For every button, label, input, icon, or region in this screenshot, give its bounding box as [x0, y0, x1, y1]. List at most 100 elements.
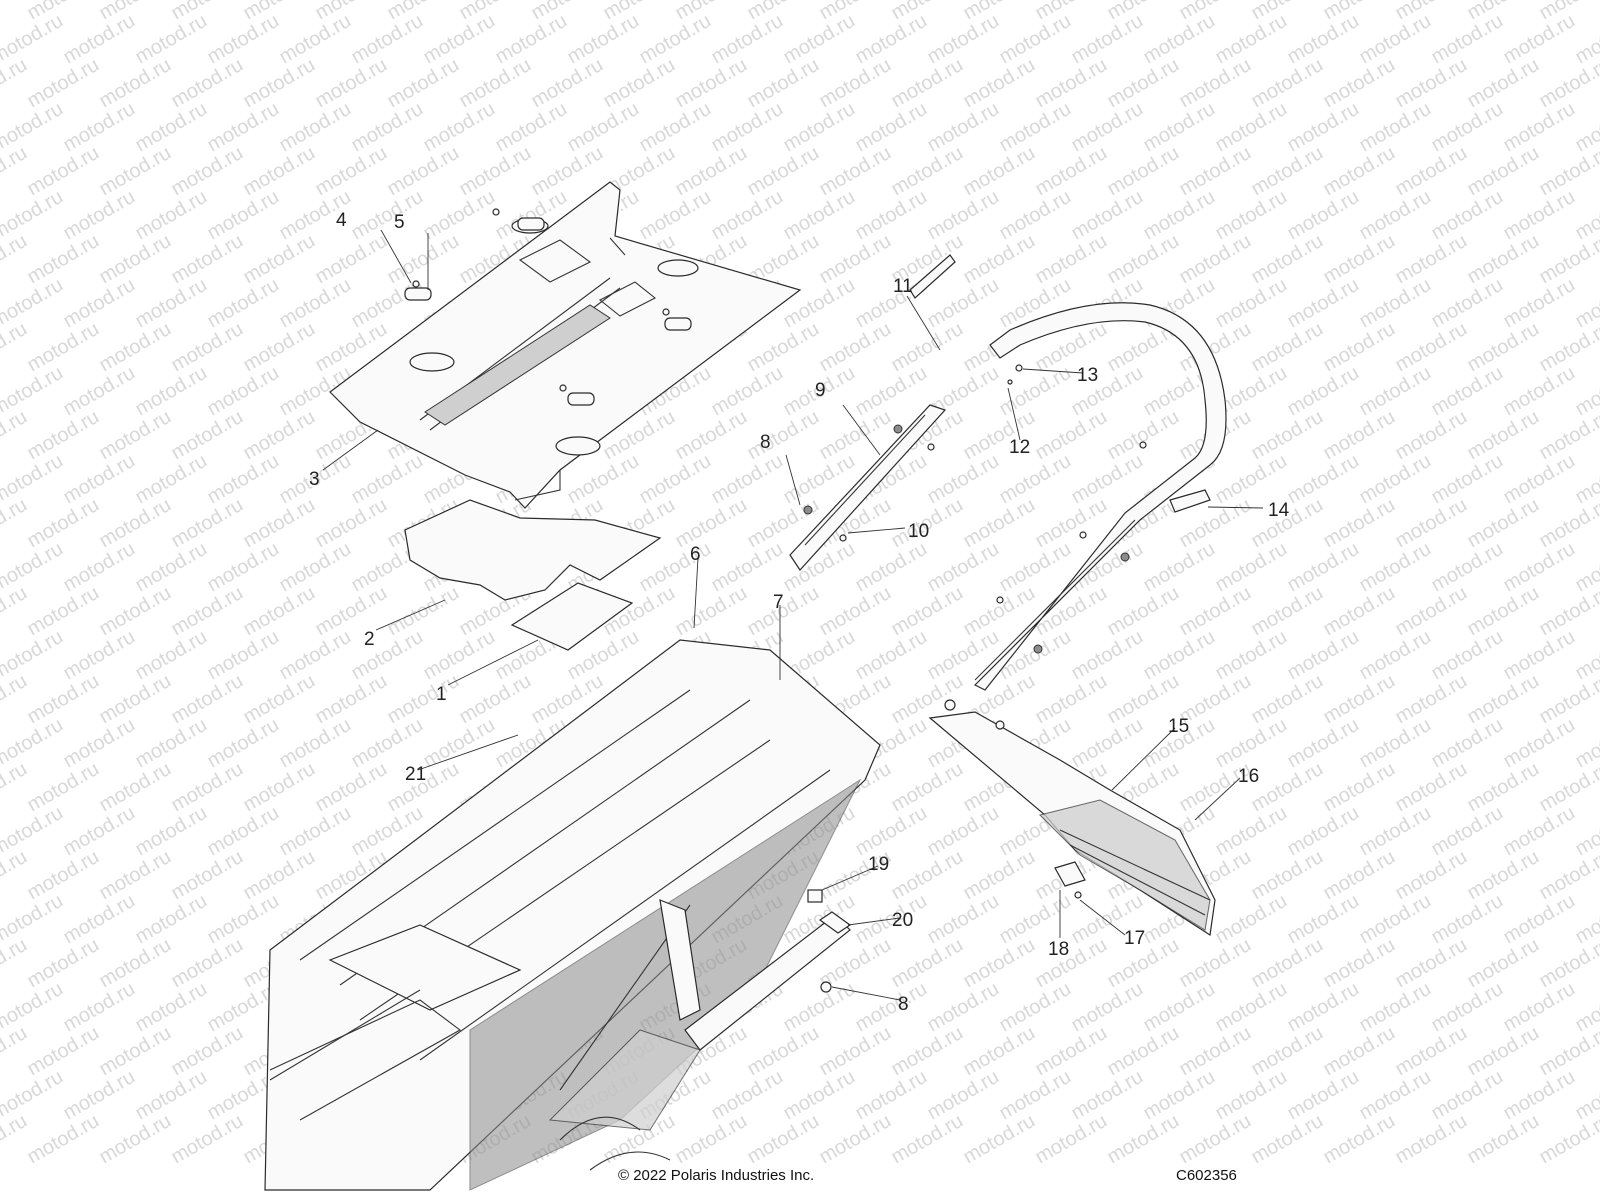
watermark-text: motod.ru: [1176, 142, 1255, 201]
watermark-text: motod.ru: [1320, 1022, 1399, 1081]
watermark-text: motod.ru: [1284, 98, 1363, 157]
watermark-text: motod.ru: [708, 362, 787, 421]
watermark-text: motod.ru: [1212, 978, 1291, 1037]
watermark-text: motod.ru: [996, 450, 1075, 509]
watermark-text: motod.ru: [1248, 934, 1327, 993]
watermark-text: motod.ru: [1428, 538, 1507, 597]
watermark-text: motod.ru: [1500, 186, 1579, 245]
watermark-text: motod.ru: [1068, 978, 1147, 1037]
watermark-text: motod.ru: [1104, 54, 1183, 113]
watermark-text: motod.ru: [1392, 494, 1471, 553]
watermark-text: motod.ru: [996, 362, 1075, 421]
watermark-text: motod.ru: [1464, 1110, 1543, 1169]
watermark-text: motod.ru: [672, 142, 751, 201]
watermark-text: motod.ru: [1428, 274, 1507, 333]
watermark-text: motod.ru: [132, 362, 211, 421]
watermark-text: motod.ru: [1068, 1066, 1147, 1125]
callout-2: 2: [364, 629, 375, 650]
watermark-text: motod.ru: [1356, 802, 1435, 861]
watermark-text: motod.ru: [1032, 1110, 1111, 1169]
watermark-text: motod.ru: [924, 890, 1003, 949]
watermark-text: motod.ru: [1320, 318, 1399, 377]
watermark-text: motod.ru: [348, 10, 427, 69]
watermark-text: motod.ru: [96, 1110, 175, 1169]
watermark-text: motod.ru: [1176, 54, 1255, 113]
watermark-text: motod.ru: [744, 1022, 823, 1081]
watermark-text: motod.ru: [24, 54, 103, 113]
watermark-text: motod.ru: [1284, 626, 1363, 685]
watermark-text: motod.ru: [60, 802, 139, 861]
watermark-text: motod.ru: [816, 1022, 895, 1081]
watermark-text: motod.ru: [1032, 934, 1111, 993]
watermark-text: motod.ru: [1248, 230, 1327, 289]
watermark-text: motod.ru: [708, 98, 787, 157]
callout-8-upper: 8: [760, 432, 771, 453]
watermark-text: motod.ru: [1248, 1022, 1327, 1081]
watermark-text: motod.ru: [204, 274, 283, 333]
watermark-text: motod.ru: [1212, 98, 1291, 157]
watermark-text: motod.ru: [924, 98, 1003, 157]
watermark-text: motod.ru: [168, 1022, 247, 1081]
watermark-text: motod.ru: [1464, 142, 1543, 201]
watermark-text: motod.ru: [1356, 714, 1435, 773]
watermark-text: motod.ru: [0, 54, 31, 113]
watermark-text: motod.ru: [960, 846, 1039, 905]
watermark-text: motod.ru: [96, 54, 175, 113]
watermark-text: motod.ru: [456, 670, 535, 729]
watermark-text: motod.ru: [96, 406, 175, 465]
watermark-text: motod.ru: [1464, 318, 1543, 377]
watermark-text: motod.ru: [132, 802, 211, 861]
watermark-text: motod.ru: [96, 758, 175, 817]
watermark-text: motod.ru: [1284, 890, 1363, 949]
callout-8-lower: 8: [898, 994, 909, 1015]
watermark-text: motod.ru: [132, 714, 211, 773]
watermark-text: motod.ru: [744, 406, 823, 465]
watermark-text: motod.ru: [816, 230, 895, 289]
watermark-text: motod.ru: [168, 406, 247, 465]
watermark-text: motod.ru: [204, 186, 283, 245]
watermark-text: motod.ru: [960, 54, 1039, 113]
watermark-text: motod.ru: [240, 230, 319, 289]
watermark-text: motod.ru: [1500, 714, 1579, 773]
rack-fasteners: [404, 208, 692, 406]
watermark-text: motod.ru: [1464, 846, 1543, 905]
watermark-text: motod.ru: [1464, 230, 1543, 289]
callout-9: 9: [815, 380, 826, 401]
watermark-text: motod.ru: [168, 494, 247, 553]
watermark-text: motod.ru: [708, 538, 787, 597]
watermark-text: motod.ru: [1428, 98, 1507, 157]
callout-1: 1: [436, 684, 447, 705]
watermark-text: motod.ru: [1500, 626, 1579, 685]
watermark-text: motod.ru: [240, 670, 319, 729]
watermark-text: motod.ru: [132, 450, 211, 509]
watermark-text: motod.ru: [1356, 626, 1435, 685]
watermark-text: motod.ru: [1356, 538, 1435, 597]
watermark-text: motod.ru: [1284, 538, 1363, 597]
watermark-text: motod.ru: [168, 934, 247, 993]
watermark-text: motod.ru: [168, 142, 247, 201]
watermark-text: motod.ru: [888, 54, 967, 113]
watermark-text: motod.ru: [1500, 802, 1579, 861]
watermark-text: motod.ru: [1392, 582, 1471, 641]
watermark-text: motod.ru: [816, 318, 895, 377]
watermark-text: motod.ru: [852, 538, 931, 597]
watermark-text: motod.ru: [780, 274, 859, 333]
watermark-text: motod.ru: [1248, 846, 1327, 905]
watermark-text: motod.ru: [0, 318, 31, 377]
watermark-text: motod.ru: [1032, 406, 1111, 465]
watermark-text: motod.ru: [60, 10, 139, 69]
callout-11: 11: [893, 276, 913, 297]
clip-part: [807, 889, 823, 903]
watermark-text: motod.ru: [132, 626, 211, 685]
watermark-text: motod.ru: [348, 626, 427, 685]
watermark-text: motod.ru: [240, 318, 319, 377]
watermark-text: motod.ru: [1500, 978, 1579, 1037]
watermark-layer: motod.rumotod.rumotod.rumotod.rumotod.ru…: [0, 0, 1600, 1168]
watermark-text: motod.ru: [708, 186, 787, 245]
watermark-text: motod.ru: [924, 1066, 1003, 1125]
watermark-text: motod.ru: [204, 626, 283, 685]
watermark-text: motod.ru: [240, 494, 319, 553]
watermark-text: motod.ru: [1356, 10, 1435, 69]
watermark-text: motod.ru: [132, 10, 211, 69]
